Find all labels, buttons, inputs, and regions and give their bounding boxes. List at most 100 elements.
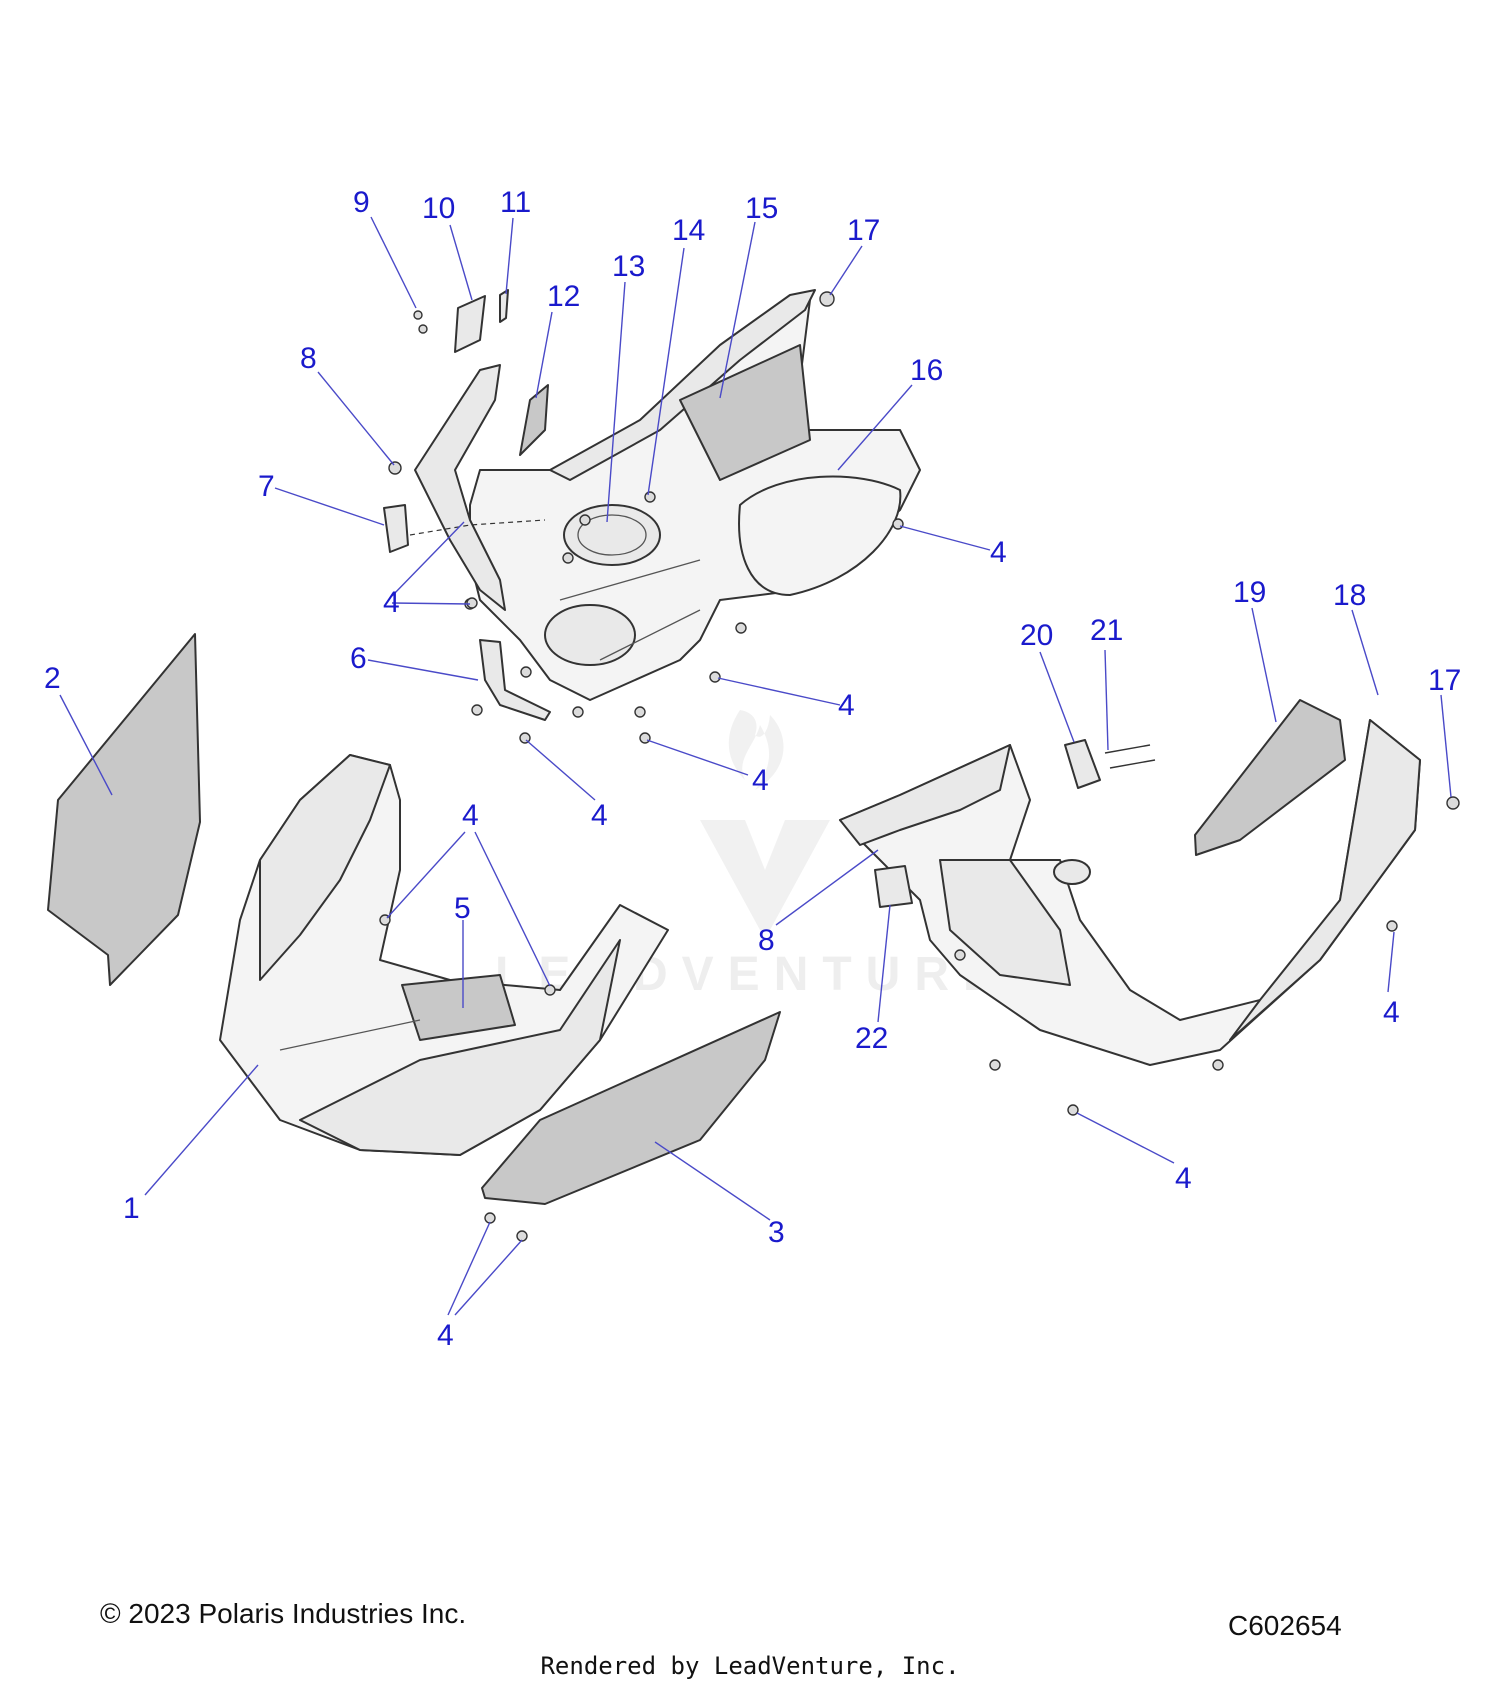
rivet-top-4 xyxy=(471,704,483,716)
rivet-left-3 xyxy=(484,1212,496,1224)
floor-side-rail xyxy=(549,289,816,481)
callout-4-h: 4 xyxy=(1175,1162,1192,1195)
floor-hole-upper-inner xyxy=(577,514,647,556)
floor-ridge-b xyxy=(599,609,701,661)
leader-11 xyxy=(505,217,514,295)
right-side-pad xyxy=(1194,699,1346,856)
leader-17-top xyxy=(829,245,863,296)
nut-17-right xyxy=(1446,796,1460,810)
right-tub-hole xyxy=(1053,859,1091,885)
right-tub-rail xyxy=(839,744,1011,846)
right-tub-side xyxy=(1229,719,1421,1041)
leader-4-c xyxy=(899,525,991,551)
callout-17-right: 17 xyxy=(1428,664,1461,697)
heel-pad xyxy=(679,344,811,481)
leader-14 xyxy=(647,247,685,496)
leader-6 xyxy=(367,659,479,681)
v-watermark-icon xyxy=(700,820,830,930)
floor-boss-a xyxy=(579,514,591,526)
floor-boss-c xyxy=(562,552,574,564)
callout-4-d: 4 xyxy=(752,764,769,797)
clip-8 xyxy=(388,461,402,475)
pin-21b xyxy=(1109,759,1156,769)
right-tub xyxy=(839,719,1421,1066)
leader-16 xyxy=(837,384,913,471)
callout-9: 9 xyxy=(353,186,370,219)
callout-7: 7 xyxy=(258,470,275,503)
leader-8-right xyxy=(775,849,879,926)
alignment-line xyxy=(409,519,546,536)
left-tub-wall xyxy=(259,754,391,981)
callout-11: 11 xyxy=(500,186,531,219)
copyright-notice: © 2023 Polaris Industries Inc. xyxy=(100,1598,467,1629)
callout-5: 5 xyxy=(454,892,471,925)
pin-clip xyxy=(499,289,509,323)
callout-8-top: 8 xyxy=(300,342,317,375)
leader-13 xyxy=(606,281,626,523)
leader-4-l xyxy=(454,1239,523,1316)
callout-22: 22 xyxy=(855,1022,888,1055)
leader-4-d xyxy=(717,677,841,706)
callout-8-right: 8 xyxy=(758,924,775,957)
leader-12 xyxy=(535,311,553,399)
leader-4-h xyxy=(474,831,551,987)
rivet-top-10 xyxy=(735,622,747,634)
callout-19: 19 xyxy=(1233,576,1266,609)
left-tub-crease xyxy=(279,1019,421,1051)
rivet-right-2 xyxy=(989,1059,1001,1071)
callout-4-e: 4 xyxy=(591,799,608,832)
diagram-code: C602654 xyxy=(1228,1610,1342,1641)
callout-4-b: 4 xyxy=(990,536,1007,569)
leader-20 xyxy=(1039,651,1075,743)
leader-4-k xyxy=(447,1221,491,1316)
left-tub-front xyxy=(299,939,621,1156)
rivet-left-4 xyxy=(516,1230,528,1242)
rivet-right-1 xyxy=(1386,920,1398,932)
leader-22 xyxy=(877,904,891,1023)
floor-bracket xyxy=(479,639,551,721)
floor-boss-b xyxy=(644,491,656,503)
screw-9a xyxy=(413,310,423,320)
leader-1 xyxy=(144,1064,259,1196)
callout-18: 18 xyxy=(1333,579,1366,612)
rivet-top-7 xyxy=(634,706,646,718)
callout-13: 13 xyxy=(612,250,645,283)
callout-10: 10 xyxy=(422,192,455,225)
rivet-right-3 xyxy=(1212,1059,1224,1071)
leader-7 xyxy=(274,487,385,526)
flame-watermark-icon xyxy=(728,710,784,790)
leader-4-e xyxy=(646,739,749,776)
callout-4-f: 4 xyxy=(462,799,479,832)
leader-9 xyxy=(370,216,417,309)
callout-21: 21 xyxy=(1090,614,1123,647)
rivet-right-5 xyxy=(954,949,966,961)
callout-4-c: 4 xyxy=(838,689,855,722)
callout-6: 6 xyxy=(350,642,367,675)
front-upright xyxy=(414,364,506,611)
callout-15: 15 xyxy=(745,192,778,225)
callout-12: 12 xyxy=(547,280,580,313)
bracket-plate xyxy=(454,295,486,353)
leader-4-j xyxy=(1076,1112,1175,1164)
leader-19 xyxy=(1251,607,1277,723)
leader-2 xyxy=(59,694,113,796)
rivet-top-3 xyxy=(709,671,721,683)
callout-17-top: 17 xyxy=(847,214,880,247)
rivet-top-5 xyxy=(520,666,532,678)
leader-4-a xyxy=(391,602,471,605)
callout-20: 20 xyxy=(1020,619,1053,652)
left-tub-assembly xyxy=(47,633,781,1242)
callout-4-a: 4 xyxy=(383,586,400,619)
leader-21 xyxy=(1104,649,1109,751)
right-tub-assembly xyxy=(839,699,1460,1116)
floor-hole-lower xyxy=(544,604,636,666)
nut-17-top xyxy=(819,291,835,307)
callout-14: 14 xyxy=(672,214,705,247)
side-shield xyxy=(519,384,549,456)
leader-18 xyxy=(1351,609,1379,696)
screw-9b xyxy=(418,324,428,334)
leader-8-top xyxy=(317,371,395,466)
callout-4-g: 4 xyxy=(1383,996,1400,1029)
leader-lines xyxy=(59,216,1452,1316)
foot-block xyxy=(383,504,409,553)
